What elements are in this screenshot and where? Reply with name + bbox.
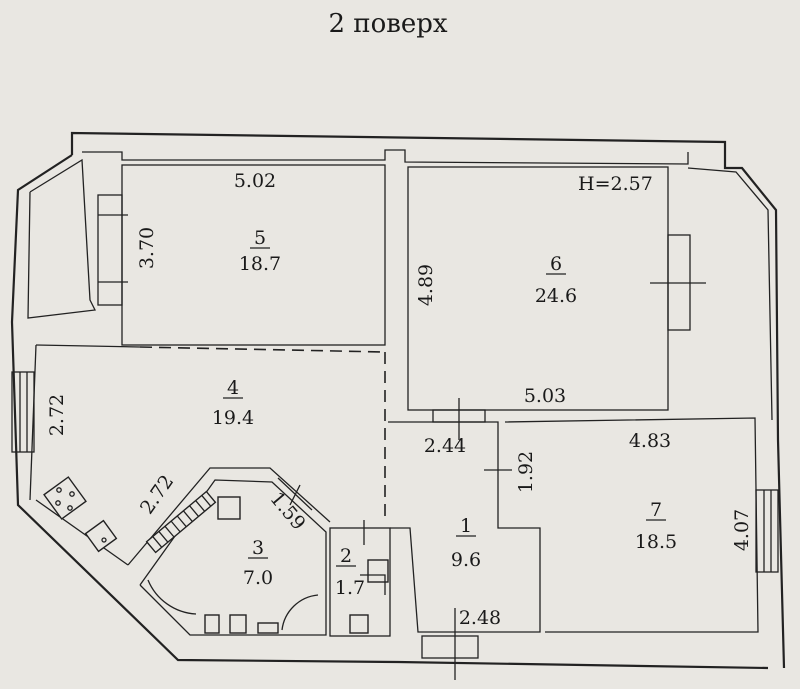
room-7-number: 7 (650, 499, 662, 521)
ceiling-height: H=2.57 (578, 173, 653, 195)
room-5-number: 5 (254, 227, 266, 249)
room-1-area: 9.6 (451, 549, 481, 571)
room-labels: 5 18.7 6 24.6 4 19.4 3 7.0 2 1.7 1 9.6 7… (212, 227, 677, 599)
room-5-walls (97, 164, 386, 346)
room-2-area: 1.7 (335, 577, 365, 599)
kitchen-fixtures (43, 476, 118, 553)
room-3-number: 3 (252, 537, 264, 559)
room-7-area: 18.5 (635, 531, 677, 553)
room-4-area: 19.4 (212, 407, 254, 429)
room-6-number: 6 (550, 253, 562, 275)
dim-hall-width: 2.44 (424, 435, 466, 457)
dim-room7-width: 4.83 (629, 430, 671, 452)
dim-room5-depth: 3.70 (136, 227, 158, 269)
room-4-number: 4 (227, 377, 239, 399)
dimension-labels: 5.02 3.70 4.89 5.03 2.72 2.72 1.59 2.44 … (46, 170, 753, 629)
hall-and-room-7-walls (388, 417, 779, 680)
floor-title: 2 поверх (328, 9, 447, 39)
room-2-walls (329, 520, 391, 637)
outer-walls (10, 131, 786, 670)
room-5-area: 18.7 (239, 253, 281, 275)
room-6-area: 24.6 (535, 285, 577, 307)
dim-room5-width: 5.02 (234, 170, 276, 192)
dim-kitchen-diagonal: 2.72 (136, 471, 178, 518)
room-3-area: 7.0 (243, 567, 273, 589)
dim-room7-depth: 4.07 (731, 509, 753, 551)
room-1-number: 1 (460, 515, 472, 537)
room-4-walls (11, 346, 386, 566)
dim-room4-depth: 2.72 (46, 394, 68, 436)
room-3-walls (139, 479, 327, 636)
dim-room6-depth: 4.89 (415, 264, 437, 306)
dim-bath-diagonal: 1.59 (266, 488, 310, 535)
dim-hall-step: 1.92 (515, 451, 537, 493)
radiator (145, 477, 313, 554)
dim-room6-width: 5.03 (524, 385, 566, 407)
room-2-number: 2 (340, 545, 352, 567)
dim-hall-bottom: 2.48 (459, 607, 501, 629)
